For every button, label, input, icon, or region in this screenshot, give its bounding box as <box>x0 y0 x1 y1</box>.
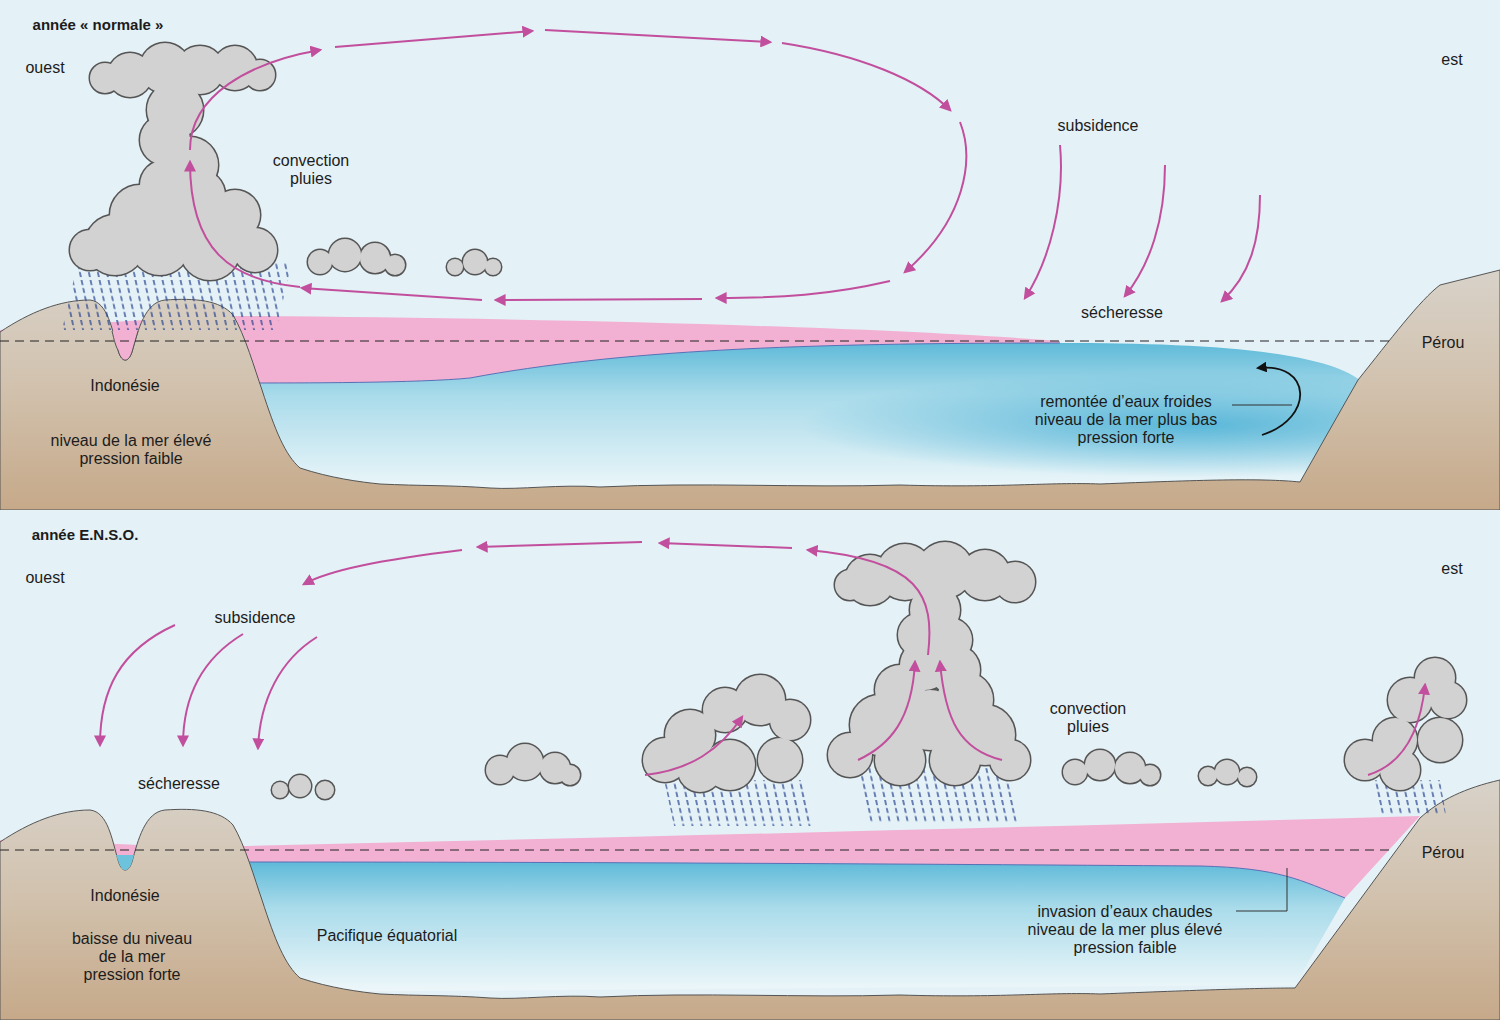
process-label: convection pluies <box>1043 700 1133 736</box>
process-label: convection pluies <box>266 152 356 188</box>
region-label: Pérou <box>1422 844 1465 862</box>
region-label: Pérou <box>1422 334 1465 352</box>
region-label: Indonésie <box>90 887 159 905</box>
process-label: subsidence <box>215 609 296 627</box>
direction-label: est <box>1441 51 1462 69</box>
note-label: invasion d’eaux chaudes niveau de la mer… <box>1020 903 1230 957</box>
panel-title: année E.N.S.O. <box>32 526 139 544</box>
region-label: Indonésie <box>90 377 159 395</box>
note-label: baisse du niveau de la mer pression fort… <box>69 930 195 984</box>
process-label: subsidence <box>1058 117 1139 135</box>
direction-label: ouest <box>25 569 64 587</box>
direction-label: ouest <box>25 59 64 77</box>
note-label: niveau de la mer élevé pression faible <box>39 432 224 468</box>
region-label: sécheresse <box>1081 304 1163 322</box>
region-label: Pacifique équatorial <box>317 927 458 945</box>
panel-title: année « normale » <box>33 16 164 34</box>
direction-label: est <box>1441 560 1462 578</box>
region-label: sécheresse <box>138 775 220 793</box>
note-label: remontée d’eaux froides niveau de la mer… <box>1027 393 1225 447</box>
